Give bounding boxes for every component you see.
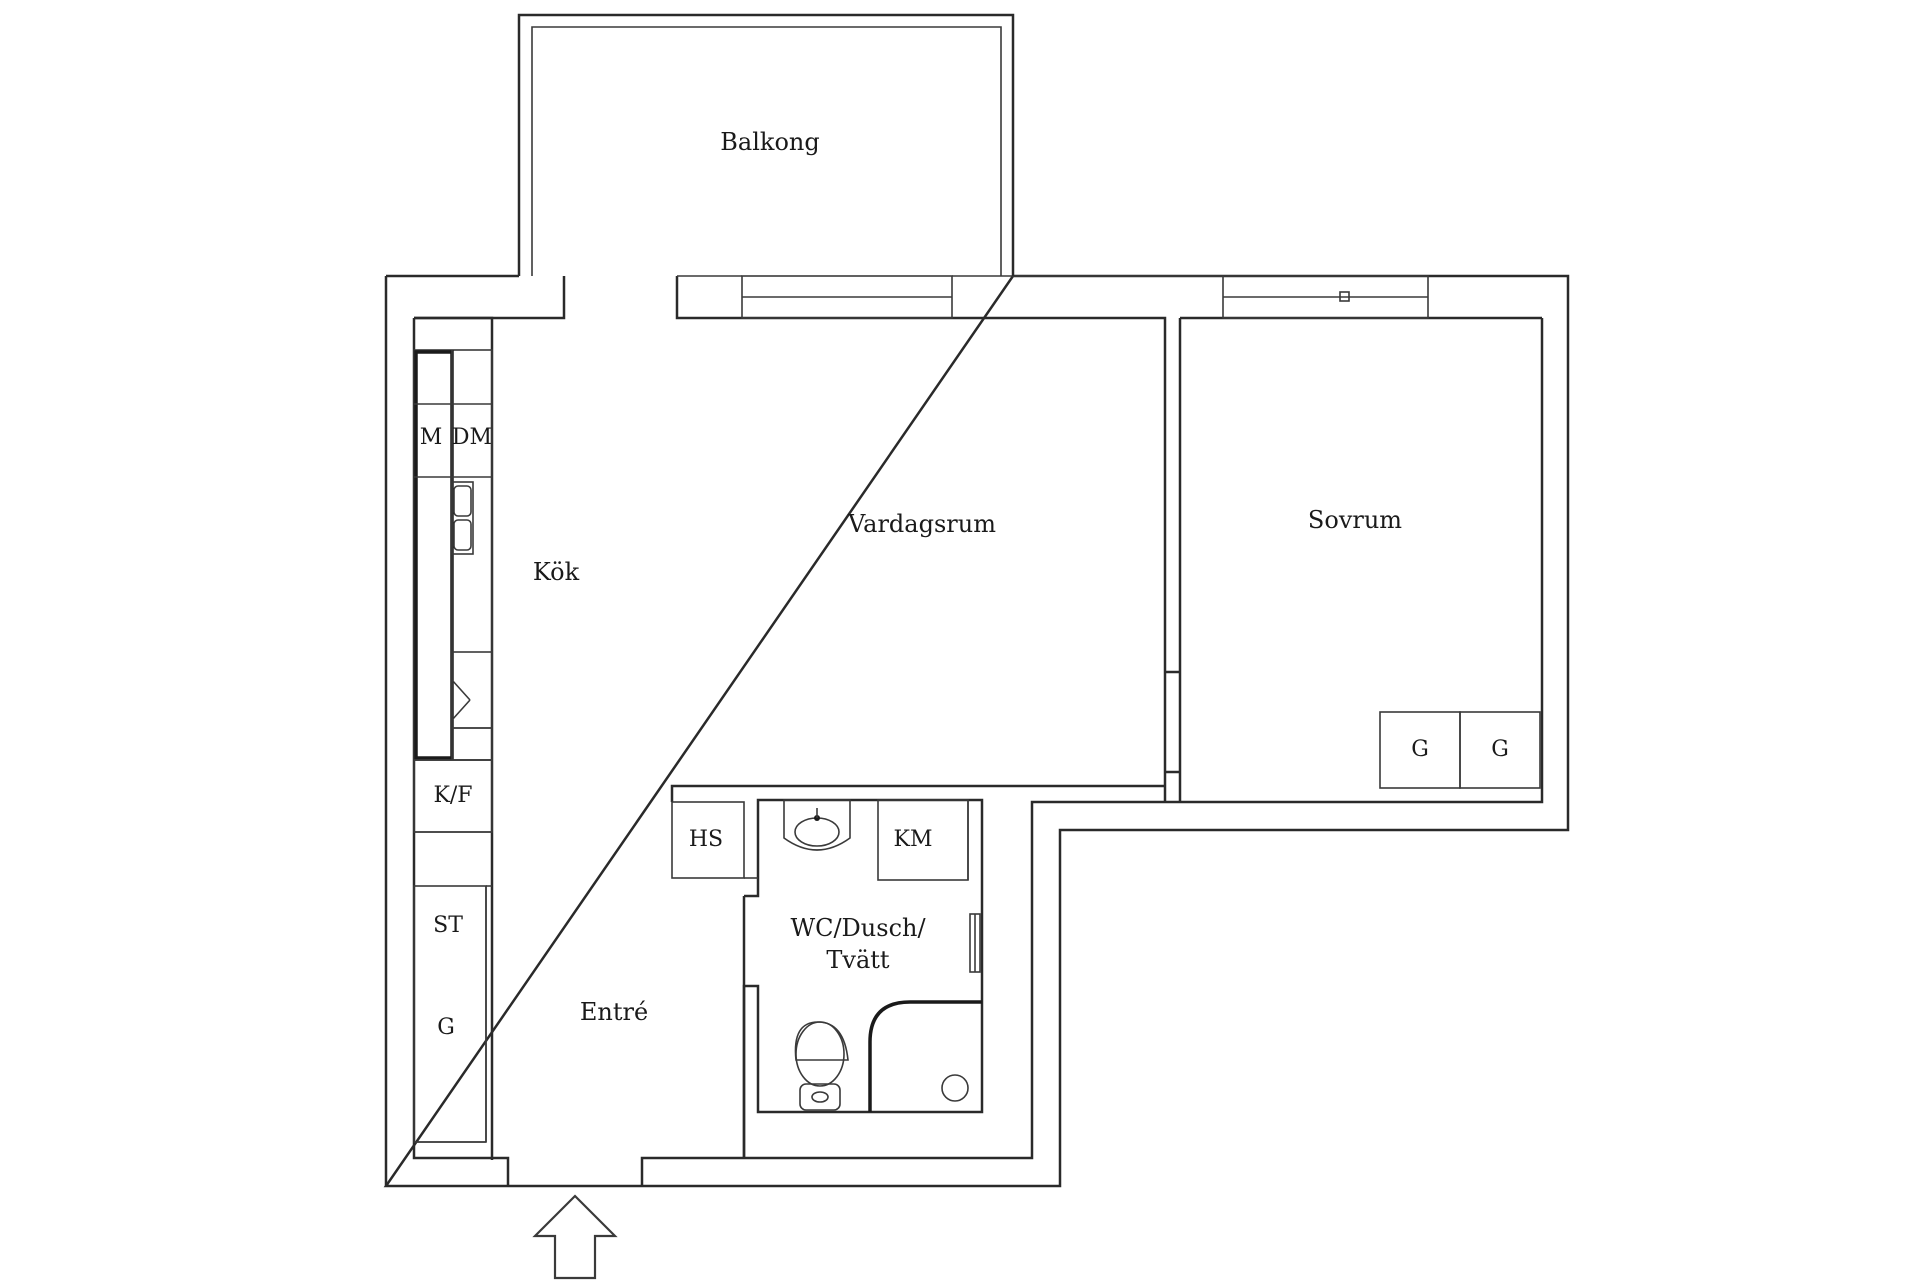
fixture-label-storage: ST: [433, 913, 463, 938]
room-label-balkong: Balkong: [720, 128, 819, 156]
toilet-icon: [794, 1021, 849, 1111]
fixture-label-wardrobe-entre: G: [437, 1015, 455, 1040]
bathroom: [670, 784, 1165, 1158]
entrance-arrow-icon: [532, 1194, 618, 1280]
fixture-label-wardrobe-2: G: [1491, 737, 1509, 762]
entre-storage: [413, 885, 492, 1143]
shower-icon: [868, 1000, 982, 1112]
kitchen-sink-icon: [451, 481, 474, 555]
room-label-wc-line1: WC/Dusch/: [790, 914, 926, 942]
fixture-label-hat-shelf: HS: [689, 827, 723, 852]
fixture-label-dishwasher: DM: [452, 425, 492, 450]
fixture-label-washing-machine: KM: [894, 827, 933, 852]
sink-icon: [783, 799, 851, 851]
stove-icon: [451, 651, 493, 729]
room-label-vardagsrum: Vardagsrum: [847, 510, 996, 538]
room-label-kok: Kök: [533, 558, 580, 586]
balcony: [517, 13, 1015, 276]
room-label-entre: Entré: [580, 998, 648, 1026]
bedroom-wardrobes: [1379, 711, 1541, 789]
room-label-sovrum: Sovrum: [1308, 506, 1402, 534]
fixture-label-fridge-freezer: K/F: [433, 783, 472, 808]
fixture-label-wardrobe-1: G: [1411, 737, 1429, 762]
outer-walls: [383, 274, 1570, 1188]
kitchen-counter: [413, 349, 493, 833]
fixture-label-microwave: M: [420, 425, 443, 450]
room-label-wc-line2: Tvätt: [826, 946, 890, 974]
